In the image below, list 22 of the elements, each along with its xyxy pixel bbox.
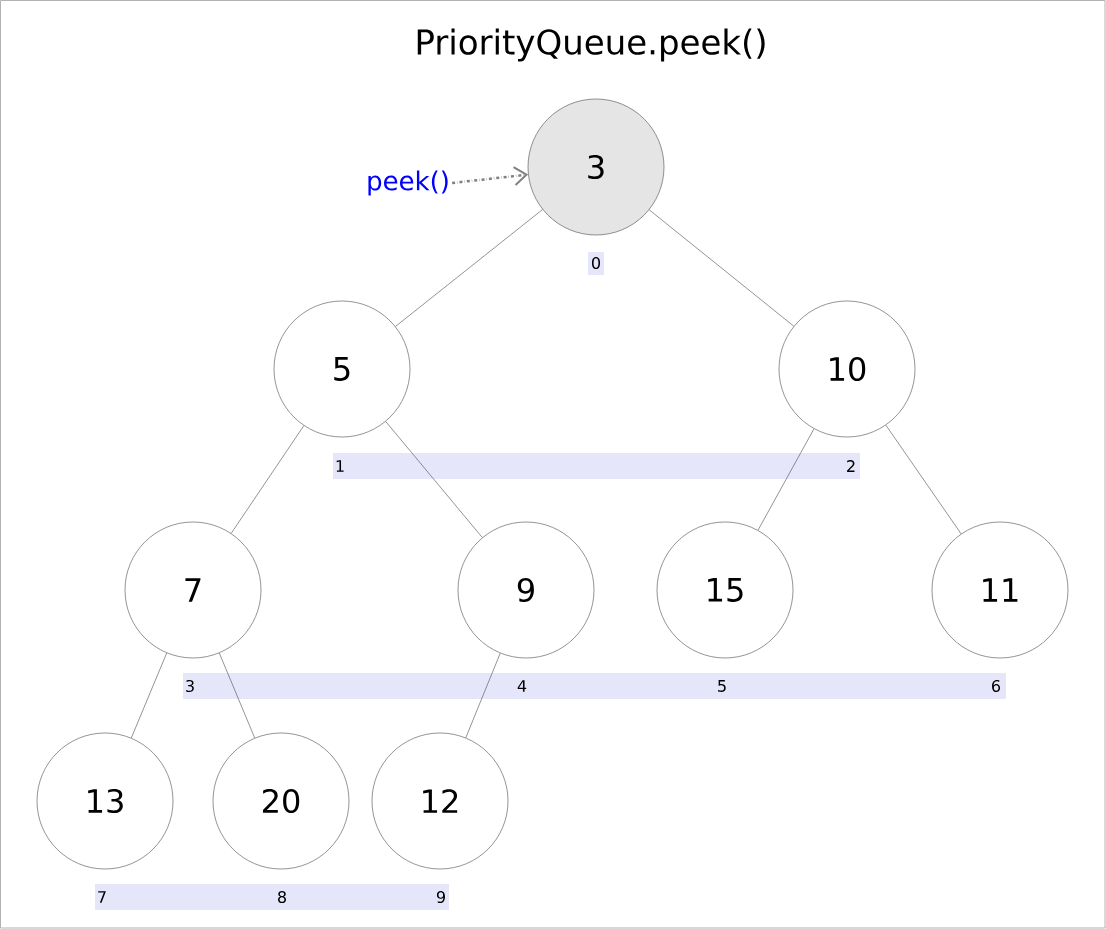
tree-edge — [648, 209, 795, 327]
tree-edge — [757, 428, 815, 531]
index-label: 9 — [436, 890, 445, 904]
tree-edge — [230, 425, 305, 534]
index-label: 7 — [98, 891, 106, 903]
index-label: 6 — [992, 679, 1001, 693]
title: PriorityQueue.peek() — [417, 28, 765, 62]
tree-edge — [219, 652, 255, 739]
method-label: peek() — [368, 170, 448, 196]
index-label: 5 — [718, 680, 726, 692]
tree-edge — [385, 421, 483, 538]
index-label: 8 — [278, 890, 286, 904]
index-label: 2 — [847, 460, 855, 472]
tree-edge — [465, 652, 501, 739]
tree-edge — [395, 209, 543, 327]
tree-edge — [131, 652, 167, 739]
index-label: 1 — [336, 460, 344, 472]
tree-edge — [885, 424, 962, 535]
arrow — [452, 166, 529, 186]
index-label: 4 — [517, 680, 527, 692]
index-label: 0 — [591, 256, 601, 270]
index-label: 3 — [186, 679, 194, 693]
